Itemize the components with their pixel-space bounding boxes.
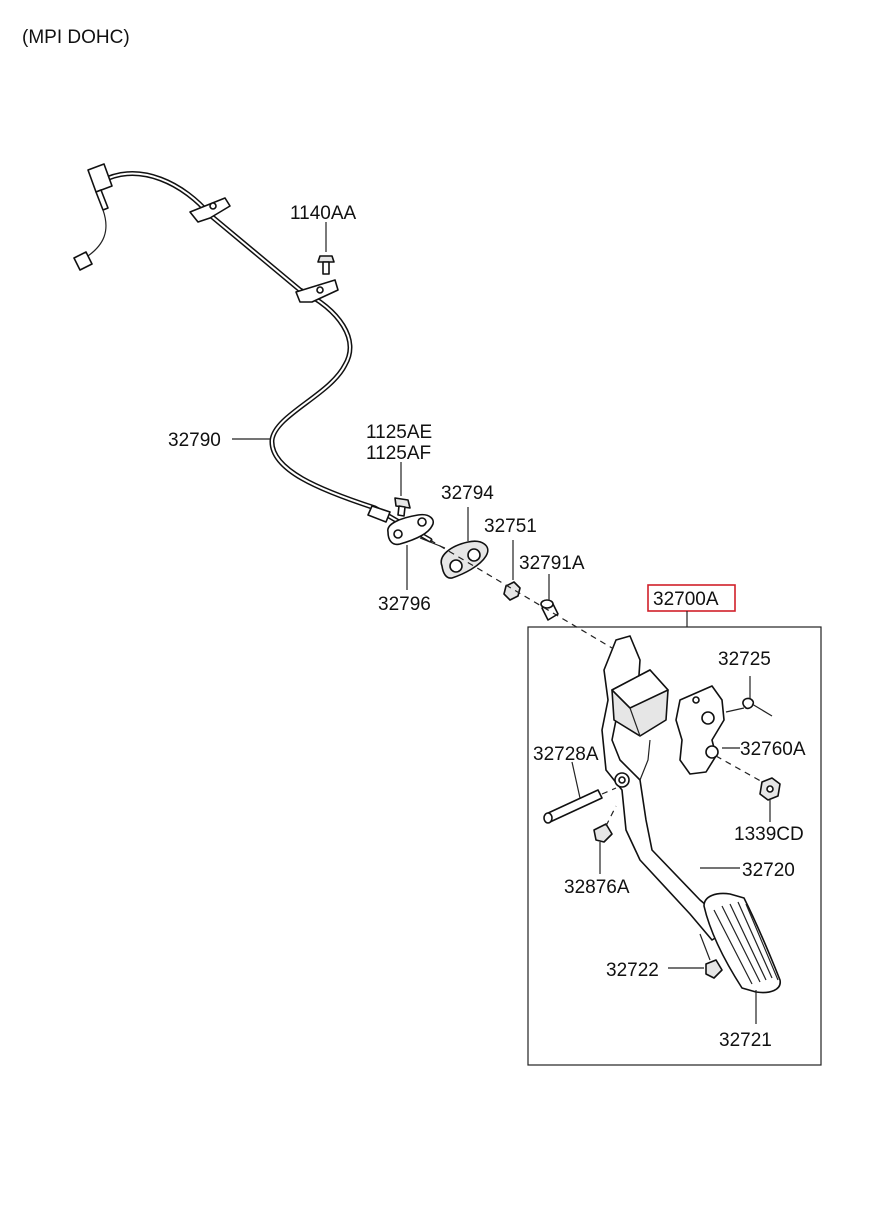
- clip-32722: [668, 933, 723, 979]
- cable-plate-32796: [387, 513, 446, 590]
- assembly-label-box: [647, 584, 736, 612]
- label-32700A: 32700A: [653, 589, 719, 610]
- bushing-32791A: [540, 574, 559, 621]
- label-32790: 32790: [168, 430, 221, 451]
- label-1339CD: 1339CD: [734, 824, 804, 845]
- pedal-pad-32721: [703, 892, 781, 1024]
- label-32751: 32751: [484, 516, 537, 537]
- label-32725: 32725: [718, 649, 771, 670]
- grommet-32794: [440, 507, 489, 579]
- variant-header: (MPI DOHC): [22, 27, 130, 48]
- label-32794: 32794: [441, 483, 494, 504]
- label-32722: 32722: [606, 960, 659, 981]
- bolt-1125AE: [394, 462, 411, 517]
- label-32876A: 32876A: [564, 877, 630, 898]
- spring-32725: [725, 676, 773, 717]
- label-1125AF: 1125AF: [366, 443, 431, 464]
- bushing-32876A: [593, 805, 617, 874]
- label-32791A: 32791A: [519, 553, 585, 574]
- assembly-frame: [527, 626, 822, 1066]
- bolt-1140AA: [317, 222, 335, 275]
- nut-32751: [503, 540, 521, 601]
- label-32721: 32721: [719, 1030, 772, 1051]
- label-32796: 32796: [378, 594, 431, 615]
- nut-1339CD: [759, 777, 781, 822]
- label-1125AE: 1125AE: [366, 422, 432, 443]
- label-32728A: 32728A: [533, 744, 599, 765]
- accelerator-cable: [73, 163, 433, 543]
- label-32760A: 32760A: [740, 739, 806, 760]
- label-1140AA: 1140AA: [290, 203, 357, 224]
- bracket-32760A: [675, 685, 740, 775]
- pedal-sensor-housing: [611, 669, 669, 737]
- label-32720: 32720: [742, 860, 795, 881]
- pin-32728A: [543, 761, 617, 824]
